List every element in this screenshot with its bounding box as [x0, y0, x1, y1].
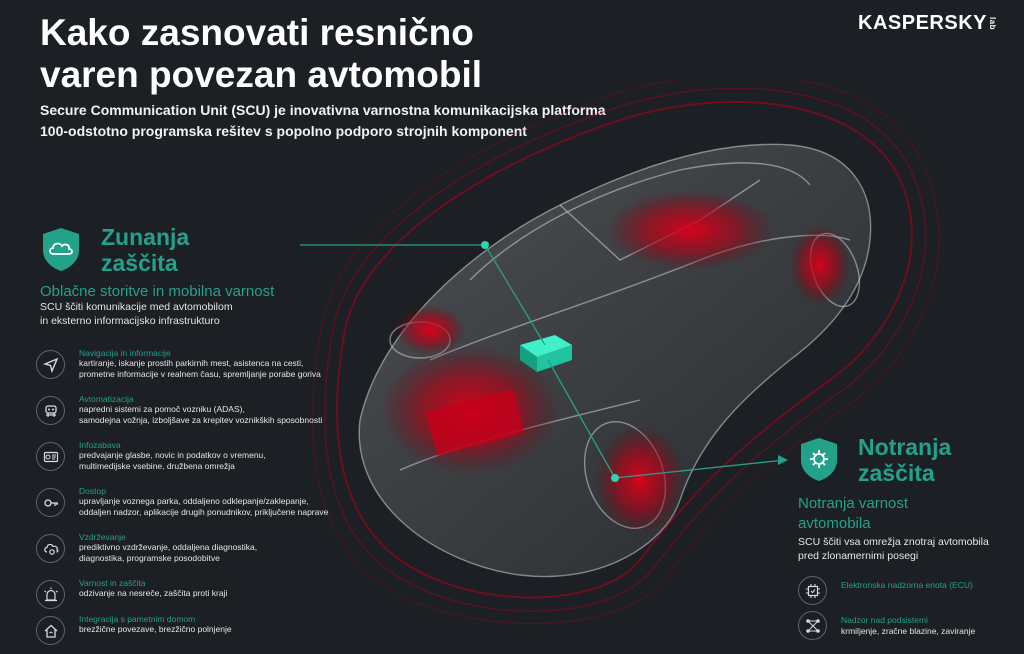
external-subtitle: Oblačne storitve in mobilna varnost [40, 283, 275, 300]
chip-icon [798, 576, 827, 605]
item-desc: prediktivno vzdrževanje, oddaljena diagn… [79, 542, 379, 564]
connector-dot-external [481, 241, 489, 249]
shield-gear-icon [801, 438, 837, 481]
item-desc-line-1: brezžične povezave, brezžično polnjenje [79, 624, 232, 634]
item-desc: napredni sistemi za pomoč vozniku (ADAS)… [79, 404, 379, 426]
external-desc-line-1: SCU ščiti komunikacije med avtomobilom [40, 301, 233, 313]
item-desc-line-1: prediktivno vzdrževanje, oddaljena diagn… [79, 542, 258, 552]
item-desc: kartiranje, iskanje prostih parkirnih me… [79, 358, 379, 380]
item-desc-line-1: predvajanje glasbe, novic in podatkov o … [79, 450, 266, 460]
external-item-maintenance: Vzdrževanje prediktivno vzdrževanje, odd… [36, 532, 366, 572]
external-title-line-1: Zunanja [101, 224, 190, 250]
subsystem-network-icon [798, 611, 827, 640]
page-title: Kako zasnovati resnično varen povezan av… [40, 12, 600, 96]
external-protection-title: Zunanja zaščita [101, 224, 189, 276]
item-desc: krmiljenje, zračne blazine, zaviranje [841, 626, 976, 636]
item-desc-line-2: prometne informacije v realnem času, spr… [79, 369, 321, 379]
item-desc: brezžične povezave, brezžično polnjenje [79, 624, 379, 635]
external-item-navigation: Navigacija in informacije kartiranje, is… [36, 348, 366, 388]
item-title: Navigacija in informacije [79, 348, 171, 358]
kaspersky-logo: KASPERSKYlab [858, 12, 997, 35]
item-desc-line-1: napredni sistemi za pomoč vozniku (ADAS)… [79, 404, 245, 414]
item-desc-line-2: oddaljen nadzor, aplikacije drugih ponud… [79, 507, 329, 517]
item-desc-line-2: samodejna vožnja, izboljšave za krepitev… [79, 415, 323, 425]
arrow-right-icon [778, 455, 788, 465]
item-desc: predvajanje glasbe, novic in podatkov o … [79, 450, 379, 472]
internal-desc-line-2: pred zlonamernimi posegi [798, 550, 919, 562]
internal-item-ecu: Elektronska nadzorna enota (ECU) [798, 576, 1018, 612]
cloud-gear-icon [36, 534, 65, 563]
internal-subtitle-line-1: Notranja varnost [798, 495, 909, 512]
media-player-icon [36, 442, 65, 471]
car-illustration [300, 80, 940, 624]
title-line-1: Kako zasnovati resnično [40, 12, 474, 53]
alarm-light-icon [36, 580, 65, 609]
item-desc-line-1: upravljanje voznega parka, oddaljeno odk… [79, 496, 309, 506]
scu-module [520, 335, 572, 372]
item-title: Vzdrževanje [79, 532, 126, 542]
title-line-2: varen povezan avtomobil [40, 54, 483, 95]
external-title-line-2: zaščita [101, 250, 178, 276]
shield-cloud-icon [43, 228, 79, 271]
external-item-smart-home: Integracija s pametnim domom brezžične p… [36, 614, 366, 654]
connector-lines [300, 244, 786, 479]
key-icon [36, 488, 65, 517]
item-title: Infozabava [79, 440, 121, 450]
item-title: Nadzor nad podsistemi [841, 615, 928, 625]
logo-text: KASPERSKY [858, 12, 987, 34]
item-desc-line-1: kartiranje, iskanje prostih parkirnih me… [79, 358, 304, 368]
logo-lab: lab [987, 17, 997, 31]
external-item-security: Varnost in zaščita odzivanje na nesreče,… [36, 578, 366, 618]
item-desc: odzivanje na nesreče, zaščita proti kraj… [79, 588, 379, 599]
connector-dot-internal [611, 474, 619, 482]
external-desc-line-2: in eksterno informacijsko infrastrukturo [40, 315, 220, 327]
internal-subtitle: Notranja varnost avtomobila [798, 494, 908, 534]
item-title: Integracija s pametnim domom [79, 614, 196, 624]
item-title: Avtomatizacija [79, 394, 134, 404]
subtitle-line-1: Secure Communication Unit (SCU) je inova… [40, 102, 606, 118]
internal-description: SCU ščiti vsa omrežja znotraj avtomobila… [798, 535, 989, 563]
internal-title-line-2: zaščita [858, 460, 935, 486]
external-item-automation: Avtomatizacija napredni sistemi za pomoč… [36, 394, 366, 434]
internal-item-subsystems: Nadzor nad podsistemi krmiljenje, zračne… [798, 611, 1018, 647]
page-subtitle: Secure Communication Unit (SCU) je inova… [40, 100, 660, 142]
item-desc: upravljanje voznega parka, oddaljeno odk… [79, 496, 379, 518]
external-description: SCU ščiti komunikacije med avtomobilom i… [40, 300, 233, 328]
robot-icon [36, 396, 65, 425]
subtitle-line-2: 100-odstotno programska rešitev s popoln… [40, 123, 527, 139]
item-title: Dostop [79, 486, 106, 496]
red-contour-rings [312, 80, 940, 624]
smart-home-icon [36, 616, 65, 645]
red-components [380, 190, 850, 535]
internal-title-line-1: Notranja [858, 434, 952, 460]
navigation-arrow-icon [36, 350, 65, 379]
item-title: Elektronska nadzorna enota (ECU) [841, 580, 973, 590]
item-title: Varnost in zaščita [79, 578, 146, 588]
internal-desc-line-1: SCU ščiti vsa omrežja znotraj avtomobila [798, 536, 989, 548]
internal-protection-title: Notranja zaščita [858, 434, 951, 486]
item-desc-line-2: multimedijske vsebine, družbena omrežja [79, 461, 235, 471]
internal-subtitle-line-2: avtomobila [798, 515, 871, 532]
item-desc-line-2: diagnostika, programske posodobitve [79, 553, 220, 563]
external-item-access: Dostop upravljanje voznega parka, oddalj… [36, 486, 366, 526]
external-item-infotainment: Infozabava predvajanje glasbe, novic in … [36, 440, 366, 480]
item-desc-line-1: odzivanje na nesreče, zaščita proti kraj… [79, 588, 228, 598]
